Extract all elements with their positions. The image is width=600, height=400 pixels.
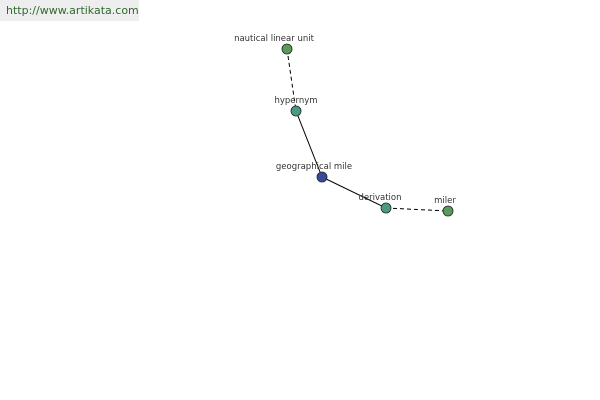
node-miler[interactable]: miler — [434, 196, 456, 217]
edge-derivation-miler — [385, 207, 449, 212]
node-geographical-mile-dot[interactable] — [316, 171, 328, 183]
node-geographical-mile[interactable]: geographical mile — [276, 162, 352, 183]
node-nautical-linear-unit[interactable]: nautical linear unit — [234, 34, 315, 55]
node-hypernym-label: hypernym — [274, 96, 317, 106]
node-geographical-mile-label: geographical mile — [276, 162, 352, 172]
node-nautical-label: nautical linear unit — [234, 34, 315, 44]
watermark-link[interactable]: http://www.artikata.com — [0, 0, 139, 21]
edge-nautical-hypernym — [286, 48, 297, 112]
node-miler-dot[interactable] — [442, 205, 454, 217]
node-derivation-dot[interactable] — [380, 202, 392, 214]
node-hypernym-dot[interactable] — [290, 105, 302, 117]
edge-hypernym-geographical-mile — [295, 110, 323, 178]
edge-geographical-mile-derivation — [321, 176, 387, 209]
node-hypernym[interactable]: hypernym — [274, 96, 318, 117]
node-derivation-label: derivation — [358, 193, 401, 203]
node-nautical-dot[interactable] — [281, 43, 293, 55]
node-derivation[interactable]: derivation — [358, 193, 402, 214]
node-miler-label: miler — [434, 196, 456, 206]
